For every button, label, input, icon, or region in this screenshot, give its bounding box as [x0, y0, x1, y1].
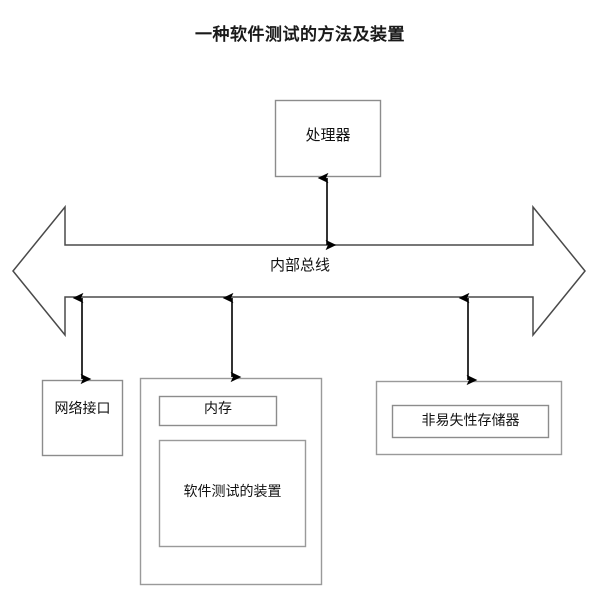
processor-box: [274, 99, 382, 178]
nonvolatile-memory-label: 非易失性存储器: [421, 413, 520, 429]
test-apparatus-label: 软件测试的装置: [183, 484, 282, 500]
nonvolatile-memory-box: [391, 404, 550, 439]
processor-label: 处理器: [305, 126, 351, 144]
test-apparatus-box: [158, 439, 307, 548]
network-interface-label: 网络接口: [54, 401, 111, 417]
internal-bus-label: 内部总线: [269, 256, 330, 274]
page-title: 一种软件测试的方法及装置: [195, 25, 405, 45]
internal-bus-shape: [12, 204, 586, 338]
memory-box: [158, 395, 278, 427]
network-interface-box: [41, 379, 124, 457]
memory-label: 内存: [204, 401, 232, 417]
